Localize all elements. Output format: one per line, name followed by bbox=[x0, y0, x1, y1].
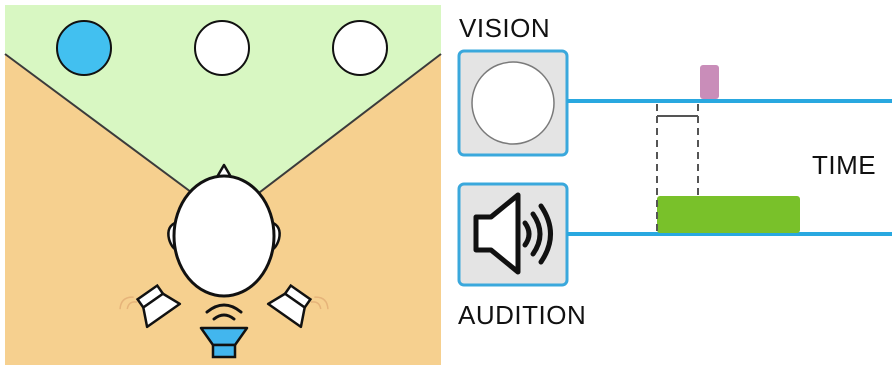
sound-wave-outer bbox=[205, 303, 243, 314]
head-top-view-icon bbox=[167, 163, 281, 298]
visual-stimulus-center bbox=[194, 20, 250, 76]
speaker-left-icon bbox=[119, 283, 182, 329]
audition-label: AUDITION bbox=[458, 300, 587, 330]
auditory-event bbox=[657, 196, 800, 233]
sound-wave-inner bbox=[212, 313, 236, 321]
visual-stimulus-right bbox=[332, 20, 388, 76]
visual-field bbox=[5, 5, 441, 218]
speaker-right-icon bbox=[266, 283, 329, 329]
vision-icon-box bbox=[457, 49, 569, 157]
circle-stimulus-icon bbox=[471, 61, 555, 145]
visual-field-edge-right bbox=[225, 53, 442, 219]
visual-stimulus-left bbox=[56, 20, 112, 76]
vision-label: VISION bbox=[459, 13, 551, 43]
visual-event bbox=[700, 65, 719, 99]
speaker-center-active-icon bbox=[199, 303, 249, 359]
visual-field-edge-left bbox=[4, 53, 227, 219]
audition-icon-box bbox=[457, 182, 569, 287]
timeline-panel bbox=[457, 49, 892, 287]
scene-panel bbox=[4, 5, 442, 365]
time-label: TIME bbox=[812, 150, 877, 180]
speaker-sound-icon bbox=[473, 192, 553, 275]
head bbox=[172, 174, 276, 298]
